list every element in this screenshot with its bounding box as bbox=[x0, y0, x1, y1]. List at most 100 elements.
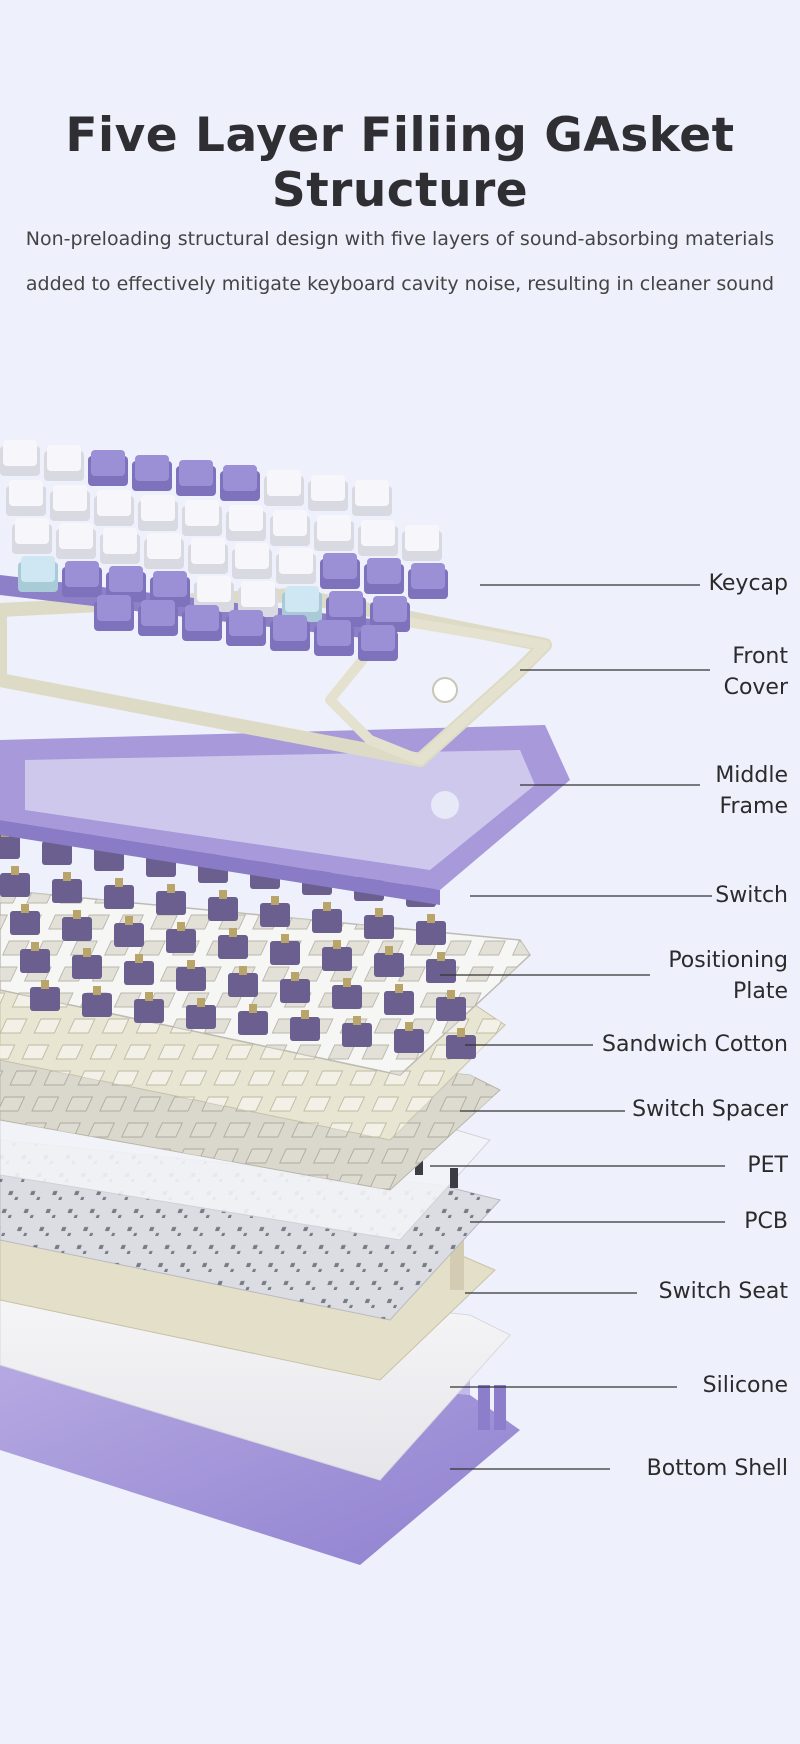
page-title: Five Layer Filiing GAsket Structure bbox=[65, 108, 735, 218]
switch-body bbox=[384, 991, 414, 1015]
layer-label: Bottom Shell bbox=[647, 1453, 788, 1484]
switch-body bbox=[228, 973, 258, 997]
switch-body bbox=[342, 1023, 372, 1047]
layer-label-line1: PCB bbox=[744, 1209, 788, 1234]
switch-stem bbox=[375, 908, 383, 917]
layer-label: Silicone bbox=[703, 1370, 788, 1401]
keycap bbox=[405, 525, 439, 551]
layer-label-line1: Switch bbox=[715, 883, 788, 908]
switch-body bbox=[114, 923, 144, 947]
layer-label-line1: Sandwich Cotton bbox=[602, 1032, 788, 1057]
keycap bbox=[317, 515, 351, 541]
keycap bbox=[311, 475, 345, 501]
switch-stem bbox=[395, 984, 403, 993]
switch-body bbox=[312, 909, 342, 933]
switch-stem bbox=[21, 904, 29, 913]
keycap bbox=[273, 510, 307, 536]
keycap bbox=[65, 561, 99, 587]
keycap bbox=[153, 571, 187, 597]
switch-body bbox=[446, 1035, 476, 1059]
keycap bbox=[361, 520, 395, 546]
switch-body bbox=[156, 891, 186, 915]
keycap bbox=[229, 505, 263, 531]
switch-stem bbox=[115, 878, 123, 887]
switch-body bbox=[208, 897, 238, 921]
keycap bbox=[373, 596, 407, 622]
keycap bbox=[179, 460, 213, 486]
keycap bbox=[91, 450, 125, 476]
keycap bbox=[53, 485, 87, 511]
switch-body bbox=[52, 879, 82, 903]
switch-stem bbox=[239, 966, 247, 975]
switch-stem bbox=[301, 1010, 309, 1019]
switch-stem bbox=[271, 896, 279, 905]
switch-body bbox=[20, 949, 50, 973]
switch-stem bbox=[447, 990, 455, 999]
keycap bbox=[229, 610, 263, 636]
switch-body bbox=[436, 997, 466, 1021]
keycap bbox=[21, 556, 55, 582]
layer-label-line1: PET bbox=[747, 1153, 788, 1178]
switch-stem bbox=[333, 940, 341, 949]
keycap bbox=[267, 470, 301, 496]
switch-stem bbox=[63, 872, 71, 881]
switch-body bbox=[104, 885, 134, 909]
switch-body bbox=[134, 999, 164, 1023]
subtitle-line-1: Non-preloading structural design with fi… bbox=[25, 228, 775, 250]
layer-label-line1: Bottom Shell bbox=[646, 1456, 788, 1481]
switch-body bbox=[124, 961, 154, 985]
switch-body bbox=[0, 873, 30, 897]
switch-stem bbox=[167, 884, 175, 893]
keycap bbox=[97, 490, 131, 516]
switch-body bbox=[72, 955, 102, 979]
switch-stem bbox=[343, 978, 351, 987]
switch-stem bbox=[353, 1016, 361, 1025]
layer-label: Keycap bbox=[709, 568, 788, 599]
switch-stem bbox=[73, 910, 81, 919]
keycap bbox=[97, 595, 131, 621]
switch-layer bbox=[0, 828, 476, 1059]
layer-label-line2: Plate bbox=[732, 979, 788, 1004]
switch-body bbox=[280, 979, 310, 1003]
keycap bbox=[59, 523, 93, 549]
switch-stem bbox=[177, 922, 185, 931]
switch-body bbox=[218, 935, 248, 959]
switch-body bbox=[42, 841, 72, 865]
keycap bbox=[361, 625, 395, 651]
switch-stem bbox=[187, 960, 195, 969]
switch-body bbox=[82, 993, 112, 1017]
switch-stem bbox=[427, 914, 435, 923]
layer-label-line2: Cover bbox=[723, 675, 788, 700]
keycap bbox=[185, 500, 219, 526]
keycap bbox=[323, 553, 357, 579]
switch-body bbox=[30, 987, 60, 1011]
layer-label-line1: Middle bbox=[715, 763, 788, 788]
switch-body bbox=[332, 985, 362, 1009]
keycap bbox=[329, 591, 363, 617]
keycap bbox=[317, 620, 351, 646]
switch-stem bbox=[219, 890, 227, 899]
leader-lines bbox=[430, 584, 725, 1470]
keycap bbox=[103, 528, 137, 554]
layer-label-line1: Keycap bbox=[708, 571, 788, 596]
switch-body bbox=[0, 835, 20, 859]
switch-body bbox=[416, 921, 446, 945]
keycap bbox=[3, 440, 37, 466]
layer-label: PET bbox=[747, 1150, 788, 1181]
keycap bbox=[185, 605, 219, 631]
switch-stem bbox=[125, 916, 133, 925]
layer-label-line1: Switch Seat bbox=[658, 1279, 788, 1304]
switch-stem bbox=[457, 1028, 465, 1037]
switch-stem bbox=[135, 954, 143, 963]
switch-body bbox=[374, 953, 404, 977]
layer-label: Switch bbox=[715, 880, 788, 911]
switch-stem bbox=[197, 998, 205, 1007]
switch-body bbox=[322, 947, 352, 971]
switch-body bbox=[10, 911, 40, 935]
keycap bbox=[147, 533, 181, 559]
keycap bbox=[135, 455, 169, 481]
switch-body bbox=[186, 1005, 216, 1029]
